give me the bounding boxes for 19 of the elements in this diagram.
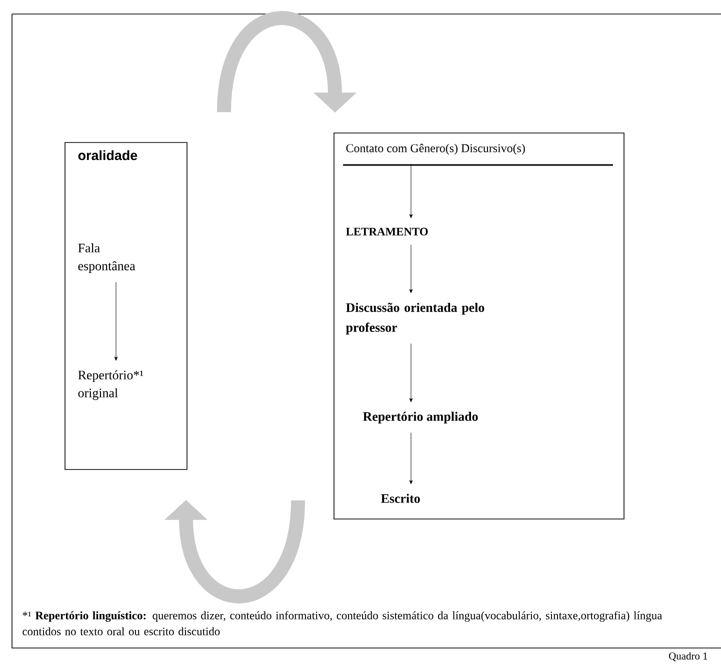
curved-arrow	[217, 11, 357, 113]
text-label: Fala espontânea	[78, 243, 136, 273]
text-label: oralidade	[78, 150, 138, 160]
text-label: Repertório ampliado	[363, 412, 478, 424]
arrow	[409, 343, 413, 402]
text-label: Repertório*¹ original	[78, 370, 144, 400]
arrow	[409, 244, 413, 294]
arrow	[409, 432, 413, 484]
text-label: Contato com Gênero(s) Discursivo(s)	[346, 144, 525, 155]
arrow	[409, 164, 413, 218]
footnote: *¹ Repertório linguístico: queremos dizer, conteúdo informativo, conteúdo sistemático da língua(vocabulário, sintaxe,ortografia) língua contidos no texto oral ou escrito discutido	[22, 611, 662, 636]
text-label: Discussão orientada pelo professor	[346, 302, 484, 334]
curved-arrow	[164, 500, 305, 604]
process-box	[64, 142, 188, 470]
process-box	[334, 132, 624, 520]
text-label: LETRAMENTO	[346, 228, 428, 236]
arrow	[114, 282, 118, 361]
text-label: Escrito	[381, 494, 420, 503]
caption: Quadro 1	[669, 652, 708, 662]
